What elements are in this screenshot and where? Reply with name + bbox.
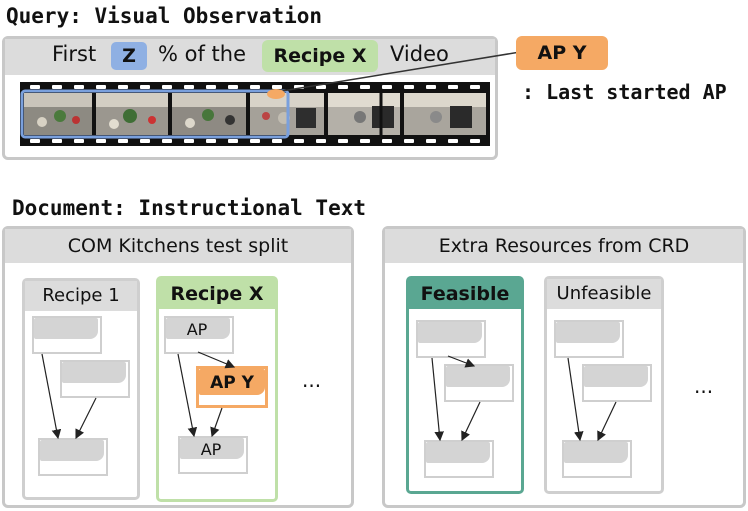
video-filmstrip bbox=[20, 82, 490, 146]
query-heading: Query: Visual Observation bbox=[6, 4, 323, 28]
feasible-node-bottom bbox=[424, 440, 494, 478]
caption-pct: % of the bbox=[158, 42, 247, 66]
recipe-1-node-top bbox=[32, 316, 102, 354]
unfeasible-node-mid bbox=[582, 364, 652, 402]
crd-title: Extra Resources from CRD bbox=[385, 229, 743, 263]
recipe-x-badge: Recipe X bbox=[262, 40, 378, 72]
recipe-x-arrow-1 bbox=[197, 351, 236, 369]
feasible-arrow-1 bbox=[447, 355, 476, 368]
first-z-percent-highlight bbox=[20, 89, 290, 139]
recipe-1-arrow-1 bbox=[41, 353, 62, 440]
recipe-x-node-apy-label: AP Y bbox=[210, 373, 254, 393]
recipe-x-node-top-label: AP bbox=[186, 320, 208, 339]
feasible-arrow-3 bbox=[461, 401, 481, 442]
recipe-1-title: Recipe 1 bbox=[25, 281, 137, 311]
z-badge: Z bbox=[111, 42, 147, 70]
recipe-1-node-bottom bbox=[38, 438, 108, 476]
feasible-node-mid bbox=[444, 364, 514, 402]
ap-y-badge: AP Y bbox=[516, 36, 608, 70]
caption-first: First bbox=[52, 42, 97, 66]
unfeasible-title: Unfeasible bbox=[547, 279, 661, 309]
unfeasible-node-top bbox=[554, 320, 624, 358]
feasible-node-top bbox=[416, 320, 486, 358]
recipe-x-arrow-3 bbox=[210, 407, 223, 438]
unfeasible-arrow-1 bbox=[567, 357, 584, 442]
unfeasible-node-bottom bbox=[562, 440, 632, 478]
right-ellipsis: ... bbox=[694, 374, 714, 398]
recipe-1-arrow-2 bbox=[75, 397, 97, 440]
feasible-title: Feasible bbox=[409, 279, 521, 309]
film-holes-top bbox=[30, 85, 480, 89]
film-holes-bottom bbox=[30, 139, 480, 143]
recipe-x-node-bottom: AP bbox=[178, 436, 248, 474]
unfeasible-arrow-2 bbox=[597, 401, 617, 442]
document-heading: Document: Instructional Text bbox=[12, 196, 367, 220]
com-kitchens-title: COM Kitchens test split bbox=[5, 229, 351, 263]
recipe-x-title: Recipe X bbox=[159, 279, 275, 309]
feasible-arrow-2 bbox=[431, 357, 444, 442]
last-started-ap-note: : Last started AP bbox=[522, 80, 727, 104]
recipe-x-node-bottom-label: AP bbox=[200, 440, 222, 459]
recipe-1-node-mid bbox=[60, 360, 130, 398]
caption-video: Video bbox=[390, 42, 449, 66]
recipe-x-node-top: AP bbox=[164, 316, 234, 354]
left-ellipsis: ... bbox=[302, 368, 322, 392]
recipe-x-arrow-2 bbox=[177, 353, 198, 438]
